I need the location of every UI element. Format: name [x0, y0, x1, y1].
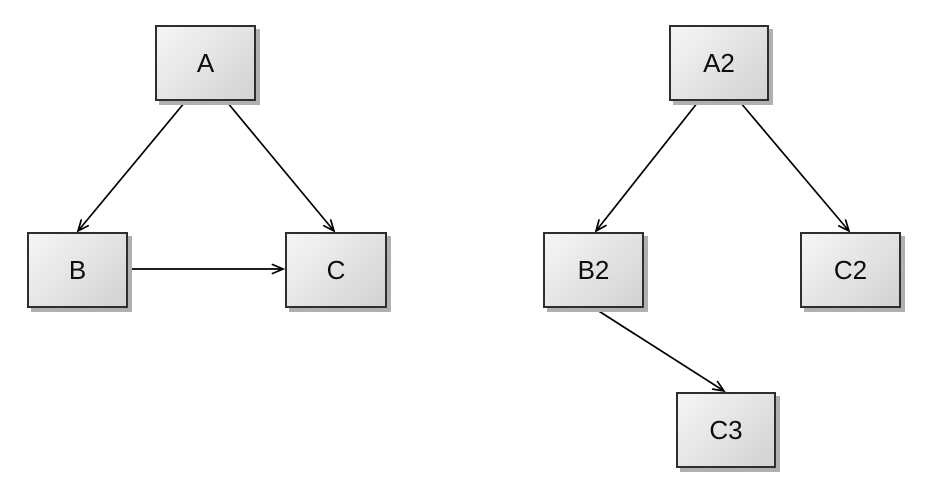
- node-a2[interactable]: A2: [669, 25, 769, 101]
- node-label-c3: C3: [709, 415, 743, 445]
- node-label-b: B: [68, 255, 87, 285]
- node-b[interactable]: B: [27, 232, 128, 308]
- edges-group: [78, 101, 849, 391]
- node-label-a: A: [196, 48, 215, 78]
- edge-a-b: [78, 101, 186, 231]
- node-label-c2: C2: [833, 255, 868, 285]
- edge-a2-b2: [596, 101, 699, 231]
- edge-b2-c3: [593, 307, 724, 391]
- node-c3[interactable]: C3: [676, 392, 776, 468]
- node-c[interactable]: C: [285, 232, 387, 308]
- node-a[interactable]: A: [155, 25, 256, 101]
- edge-a2-c2: [739, 101, 849, 231]
- node-c2[interactable]: C2: [800, 232, 901, 308]
- node-label-b2: B2: [577, 255, 610, 285]
- node-label-c: C: [326, 255, 346, 285]
- edge-a-c: [226, 101, 334, 231]
- node-b2[interactable]: B2: [543, 232, 644, 308]
- node-label-a2: A2: [703, 48, 735, 78]
